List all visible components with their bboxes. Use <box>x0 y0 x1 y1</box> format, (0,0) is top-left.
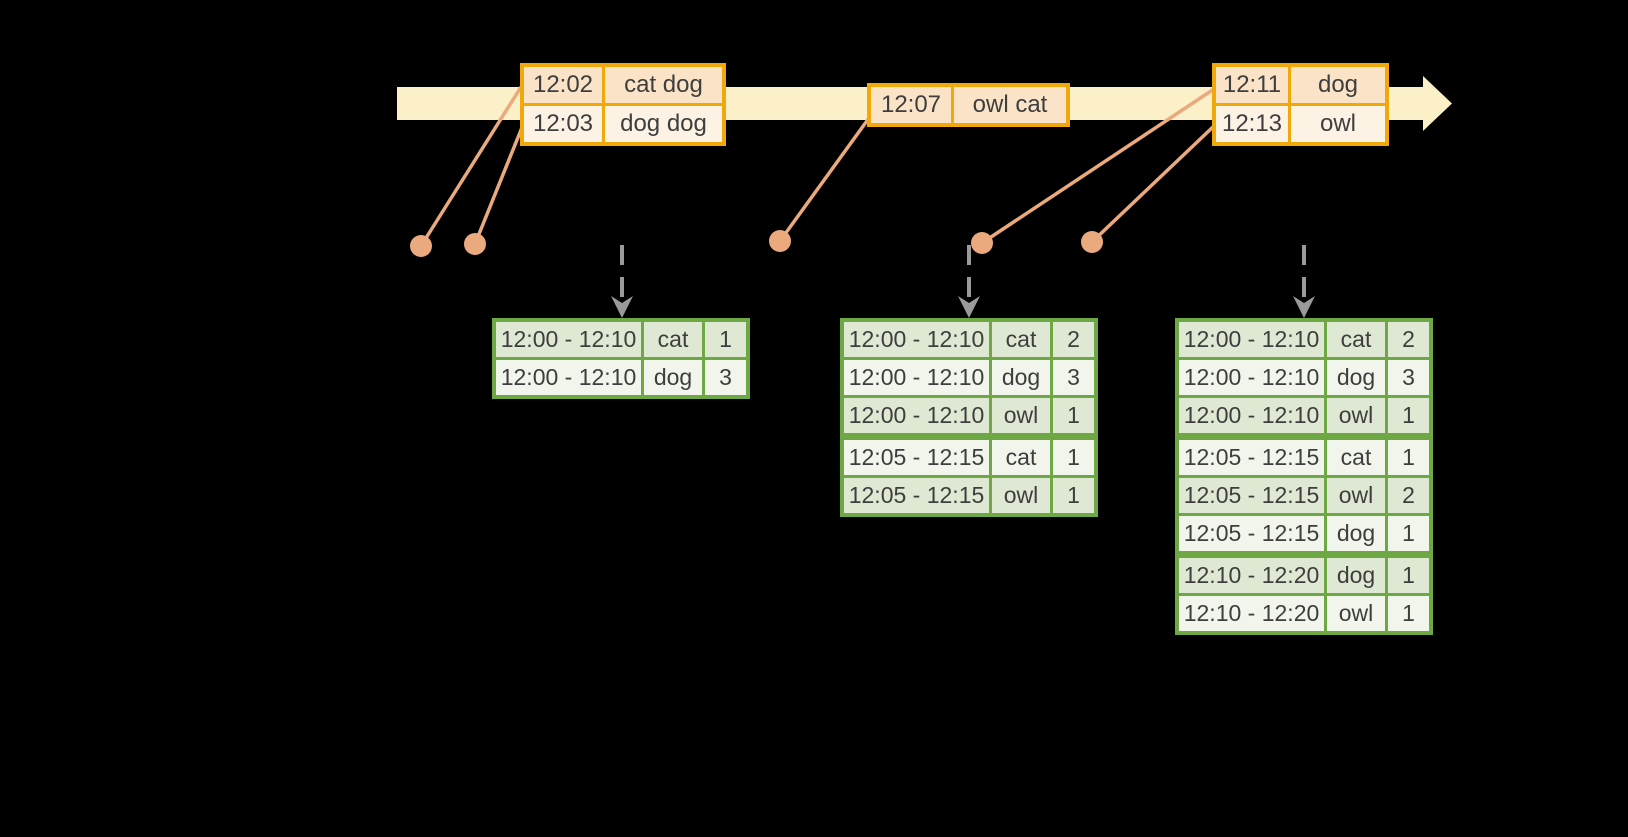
time-cell: 12:11 <box>1216 67 1288 103</box>
trigger-arrow-icon <box>611 245 633 318</box>
window-cell: 12:00 - 12:10 <box>1179 398 1324 433</box>
window-cell: 12:05 - 12:15 <box>1179 516 1324 551</box>
word-cell: cat <box>992 322 1050 357</box>
count-cell: 1 <box>1388 398 1429 433</box>
window-cell: 12:00 - 12:10 <box>844 322 989 357</box>
time-cell: 12:13 <box>1216 106 1288 142</box>
word-cell: cat <box>644 322 702 357</box>
word-cell: owl <box>1327 478 1385 513</box>
count-cell: 3 <box>705 360 746 395</box>
word-cell: cat <box>1327 440 1385 475</box>
window-cell: 12:00 - 12:10 <box>844 360 989 395</box>
trigger-arrow-icon <box>958 245 980 318</box>
event-line-1203 <box>473 124 525 245</box>
word-cell: owl <box>1327 398 1385 433</box>
timeline-arrowhead-icon <box>1423 76 1452 131</box>
word-cell: owl <box>992 398 1050 433</box>
window-cell: 12:10 - 12:20 <box>1179 558 1324 593</box>
event-line-1213 <box>1090 124 1216 244</box>
count-cell: 1 <box>1053 440 1094 475</box>
word-cell: dog <box>1327 516 1385 551</box>
count-cell: 1 <box>1388 558 1429 593</box>
window-cell: 12:00 - 12:10 <box>496 360 641 395</box>
time-cell: 12:03 <box>524 106 602 142</box>
count-cell: 1 <box>705 322 746 357</box>
event-dot-icon <box>1081 231 1103 253</box>
event-line-1207 <box>778 116 871 243</box>
window-cell: 12:05 - 12:15 <box>844 440 989 475</box>
count-cell: 1 <box>1053 398 1094 433</box>
words-cell: owl <box>1291 106 1385 142</box>
word-cell: cat <box>1327 322 1385 357</box>
count-cell: 1 <box>1388 516 1429 551</box>
time-cell: 12:07 <box>871 87 951 123</box>
word-cell: dog <box>1327 558 1385 593</box>
window-cell: 12:10 - 12:20 <box>1179 596 1324 631</box>
window-cell: 12:05 - 12:15 <box>1179 478 1324 513</box>
window-cell: 12:00 - 12:10 <box>1179 322 1324 357</box>
event-line-1202 <box>419 86 523 247</box>
word-cell: dog <box>1327 360 1385 395</box>
time-cell: 12:02 <box>524 67 602 103</box>
word-cell: dog <box>644 360 702 395</box>
window-cell: 12:05 - 12:15 <box>1179 440 1324 475</box>
word-cell: owl <box>1327 596 1385 631</box>
window-cell: 12:00 - 12:10 <box>844 398 989 433</box>
word-cell: dog <box>992 360 1050 395</box>
count-cell: 3 <box>1388 360 1429 395</box>
trigger-arrow-icon <box>1293 245 1315 318</box>
event-dot-icon <box>769 230 791 252</box>
event-dot-icon <box>410 235 432 257</box>
count-cell: 1 <box>1388 596 1429 631</box>
words-cell: owl cat <box>954 87 1066 123</box>
window-cell: 12:05 - 12:15 <box>844 478 989 513</box>
count-cell: 2 <box>1388 478 1429 513</box>
count-cell: 2 <box>1388 322 1429 357</box>
event-dot-icon <box>971 232 993 254</box>
count-cell: 3 <box>1053 360 1094 395</box>
count-cell: 1 <box>1388 440 1429 475</box>
words-cell: cat dog <box>605 67 722 103</box>
event-dot-icon <box>464 233 486 255</box>
window-cell: 12:00 - 12:10 <box>496 322 641 357</box>
words-cell: dog dog <box>605 106 722 142</box>
word-cell: owl <box>992 478 1050 513</box>
event-line-1211 <box>981 87 1215 245</box>
count-cell: 1 <box>1053 478 1094 513</box>
count-cell: 2 <box>1053 322 1094 357</box>
window-cell: 12:00 - 12:10 <box>1179 360 1324 395</box>
words-cell: dog <box>1291 67 1385 103</box>
word-cell: cat <box>992 440 1050 475</box>
